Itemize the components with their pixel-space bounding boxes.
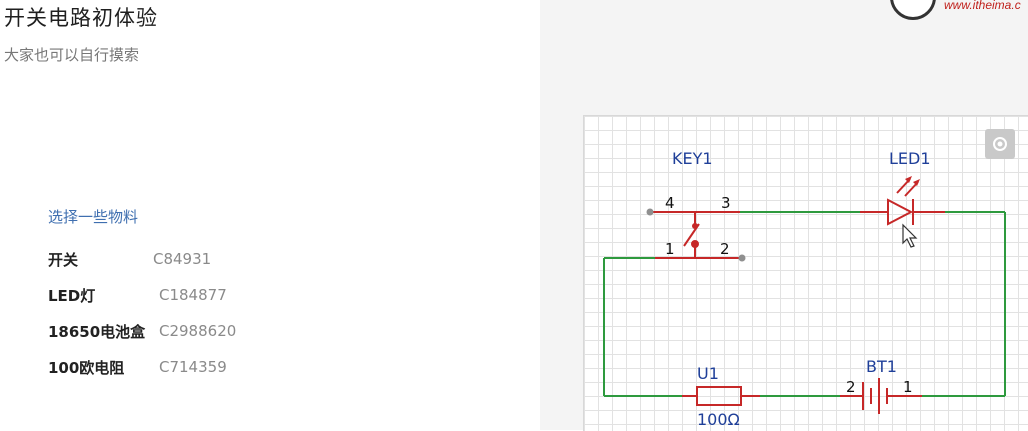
eye-inner (997, 141, 1003, 147)
eye-icon (993, 137, 1007, 151)
materials-list: 选择一些物料 开关 C84931 LED灯 C184877 18650电池盒 C… (48, 206, 236, 385)
page-subtitle: 大家也可以自行摸索 (4, 46, 140, 64)
material-item: 100欧电阻 C714359 (48, 349, 236, 385)
eye-outer (993, 137, 1007, 151)
page-title: 开关电路初体验 (4, 6, 158, 30)
material-code: C2988620 (159, 322, 237, 340)
material-code: C714359 (159, 358, 227, 376)
materials-heading: 选择一些物料 (48, 208, 139, 226)
material-item: 开关 C84931 (48, 241, 236, 277)
watermark-url: www.itheima.c (944, 0, 1021, 12)
schematic-canvas[interactable] (583, 115, 1028, 431)
material-item: LED灯 C184877 (48, 277, 236, 313)
material-name: 18650电池盒 (48, 322, 146, 341)
material-code: C184877 (159, 286, 227, 304)
eye-toggle-button[interactable] (985, 129, 1015, 159)
material-item: 18650电池盒 C2988620 (48, 313, 236, 349)
material-name: 开关 (48, 250, 79, 269)
material-name: 100欧电阻 (48, 358, 125, 377)
material-name: LED灯 (48, 286, 96, 305)
material-code: C84931 (153, 250, 212, 268)
